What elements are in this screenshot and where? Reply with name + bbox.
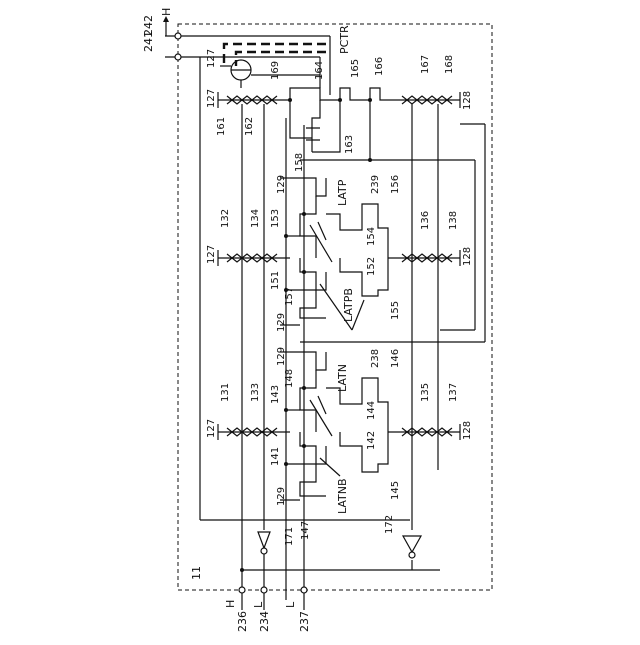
- block-label: 11: [190, 566, 203, 580]
- bottom-row-network: [218, 424, 460, 440]
- ref-127-top: 127: [206, 89, 217, 108]
- ref-143: 143: [270, 385, 281, 404]
- ref-151: 151: [270, 271, 281, 290]
- ref-138: 138: [448, 211, 459, 230]
- ref-157: 157: [284, 287, 295, 306]
- ref-131: 131: [220, 383, 231, 402]
- ref-161: 161: [216, 117, 227, 136]
- pin-label-234: 234: [258, 611, 271, 632]
- ref-146: 146: [390, 349, 401, 368]
- ref-155: 155: [390, 301, 401, 320]
- ref-142: 142: [366, 431, 377, 450]
- vertical-buses: [200, 57, 440, 600]
- upper-latch: [280, 178, 388, 330]
- ref-154: 154: [366, 227, 377, 246]
- ref-171: 171: [284, 527, 295, 546]
- block-outline: [178, 24, 492, 590]
- ref-145: 145: [390, 481, 401, 500]
- ref-129-a: 129: [276, 175, 287, 194]
- ref-165: 165: [350, 59, 361, 78]
- ref-137: 137: [448, 383, 459, 402]
- lower-latch: [280, 352, 388, 500]
- ref-129-d: 129: [276, 487, 287, 506]
- ref-128-bot: 128: [462, 421, 473, 440]
- ref-135: 135: [420, 383, 431, 402]
- ref-164: 164: [314, 61, 325, 80]
- ref-129-b: 129: [276, 313, 287, 332]
- ref-167: 167: [420, 55, 431, 74]
- ref-153: 153: [270, 209, 281, 228]
- middle-row-network: [218, 250, 460, 266]
- ref-148: 148: [284, 369, 295, 388]
- top-pins: [163, 16, 330, 95]
- ref-134: 134: [250, 209, 261, 228]
- ref-169: 169: [270, 61, 281, 80]
- inverter-171: [258, 532, 270, 585]
- ref-144: 144: [366, 401, 377, 420]
- latpb-label: LATPB: [342, 288, 355, 322]
- ref-238: 238: [370, 349, 381, 368]
- latn-label: LATN: [336, 364, 349, 392]
- ref-156: 156: [390, 175, 401, 194]
- pin-label-236: 236: [236, 611, 249, 632]
- ref-133: 133: [250, 383, 261, 402]
- ref-158: 158: [294, 153, 305, 172]
- ref-168: 168: [444, 55, 455, 74]
- ref-128-top: 128: [462, 91, 473, 110]
- ref-127-mid: 127: [206, 245, 217, 264]
- ref-127-bot: 127: [206, 419, 217, 438]
- pin-signal-234: L: [252, 601, 265, 608]
- ref-132: 132: [220, 209, 231, 228]
- pin-signal-236: H: [224, 600, 237, 608]
- ref-127: 127: [206, 49, 217, 68]
- ref-162: 162: [244, 117, 255, 136]
- pin-label-237: 237: [298, 611, 311, 632]
- ref-147: 147: [300, 521, 311, 540]
- ref-128-mid: 128: [462, 247, 473, 266]
- latnb-label: LATNB: [336, 478, 349, 514]
- ref-129-c: 129: [276, 347, 287, 366]
- pctr-label: PCTR: [338, 25, 351, 54]
- ref-239: 239: [370, 175, 381, 194]
- pin-signal-h-top: H: [160, 8, 173, 16]
- inverter-172: [403, 536, 421, 558]
- ref-136: 136: [420, 211, 431, 230]
- pin-label-242: 242: [142, 15, 155, 36]
- ref-172: 172: [384, 515, 395, 534]
- latp-label: LATP: [336, 179, 349, 206]
- ref-152: 152: [366, 257, 377, 276]
- ref-141: 141: [270, 447, 281, 466]
- ref-163: 163: [344, 135, 355, 154]
- ref-166: 166: [374, 57, 385, 76]
- pin-signal-237: L: [284, 601, 297, 608]
